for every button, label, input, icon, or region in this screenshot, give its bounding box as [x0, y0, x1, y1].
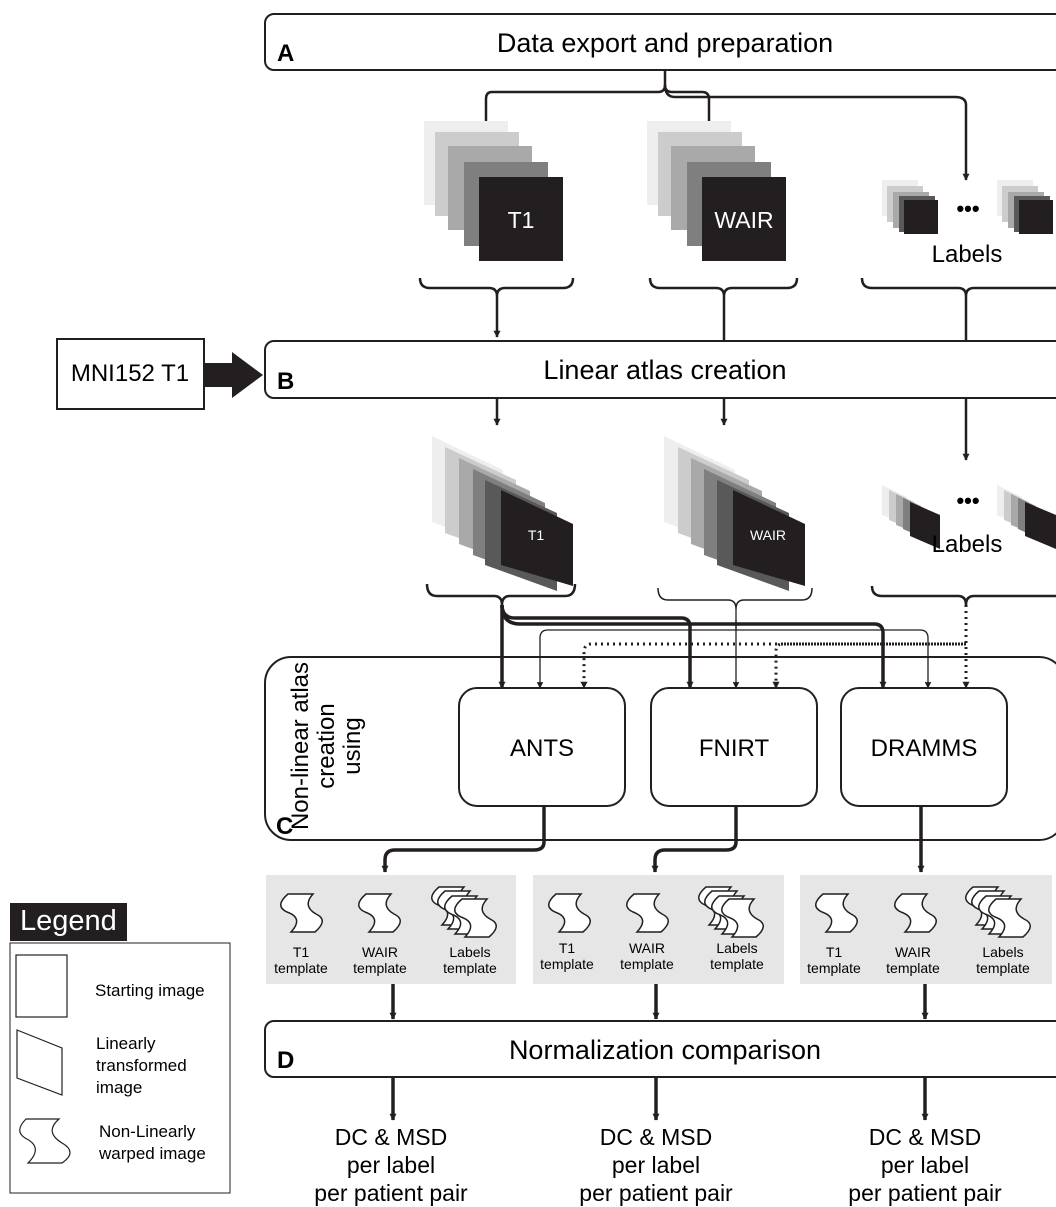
- template-shapes-ants: [279, 886, 498, 938]
- mni-arrow: [205, 352, 263, 398]
- stage-a-box: [264, 13, 1056, 71]
- labels-stack-a: [882, 180, 1053, 234]
- method-box-ants: [458, 687, 626, 807]
- labels-linear-stack: [882, 485, 1056, 549]
- wair-linear-stack: [664, 436, 805, 591]
- stage-d-box: [264, 1020, 1056, 1078]
- method-to-template-arrows: [381, 806, 925, 873]
- d-to-results-arrows: [389, 1077, 929, 1121]
- template-shapes-dramms: [814, 886, 1032, 938]
- t1-stack: [424, 121, 563, 261]
- method-box-dramms: [840, 687, 1008, 807]
- legend-warped-swatch: [19, 1118, 71, 1164]
- labels-to-methods-arrows: [580, 605, 970, 689]
- mni152-box: [56, 338, 205, 410]
- braces-b: [425, 583, 1056, 610]
- stage-a-arrows: [482, 70, 970, 181]
- braces-a: [418, 277, 1056, 341]
- method-box-fnirt: [650, 687, 818, 807]
- wair-stack: [647, 121, 786, 261]
- template-shapes-fnirt: [547, 886, 765, 938]
- legend-linear-swatch: [16, 1029, 63, 1096]
- template-to-d-arrows: [389, 984, 929, 1020]
- t1-linear-stack: [432, 436, 573, 591]
- wair-to-methods-arrows: [536, 609, 932, 689]
- legend-starting-image-swatch: [15, 954, 68, 1018]
- stage-b-box: [264, 340, 1056, 399]
- stage-b-arrows: [493, 398, 970, 461]
